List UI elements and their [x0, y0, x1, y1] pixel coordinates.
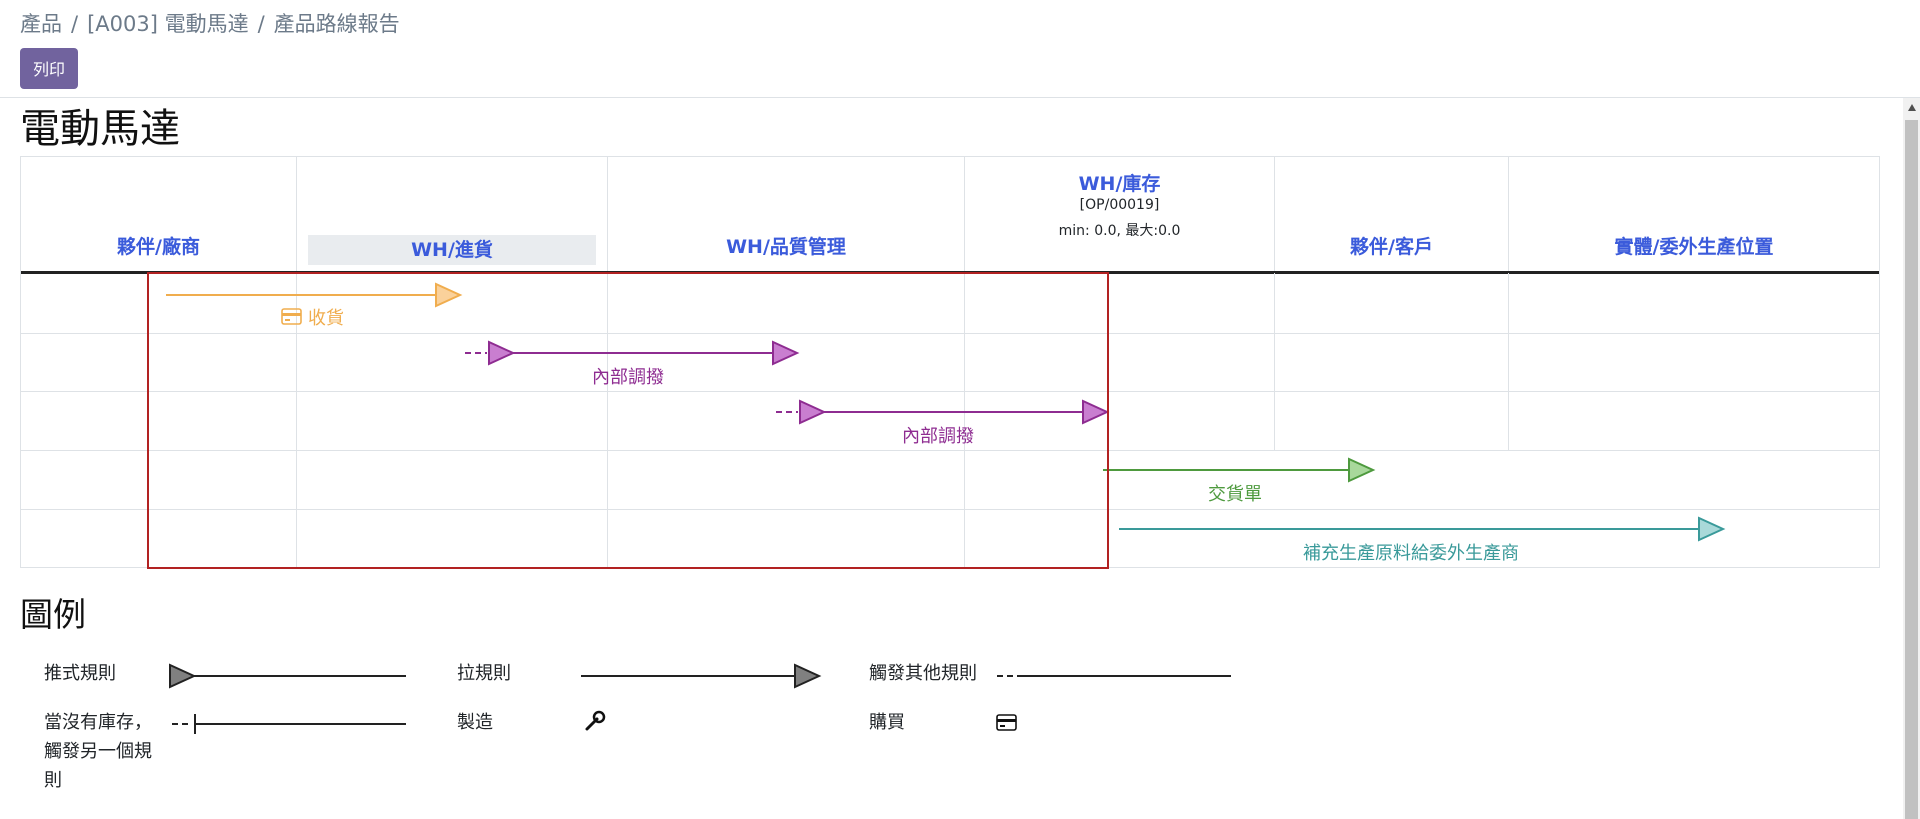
column-divider	[964, 273, 965, 567]
legend-label-buy: 購買	[869, 712, 905, 733]
route-label-internal-1: 內部調撥	[592, 367, 664, 388]
wrench-icon	[585, 710, 606, 731]
column-header-subcontracting: 實體/委外生產位置	[1509, 157, 1879, 273]
legend-no-stock-symbol	[172, 714, 406, 734]
highlight-box	[147, 272, 1109, 569]
page-title: 電動馬達	[20, 106, 180, 152]
route-diagram	[166, 282, 1726, 542]
route-internal-1	[465, 340, 800, 366]
breadcrumb: 產品 / [A003] 電動馬達 / 產品路線報告	[20, 8, 400, 38]
route-label-delivery: 交貨單	[1208, 484, 1262, 505]
breadcrumb-item-current: 產品路線報告	[273, 12, 400, 36]
legend-label-no-stock: 當沒有庫存，觸發另一個規則	[44, 712, 152, 791]
breadcrumb-item-product[interactable]: [A003] 電動馬達	[87, 12, 249, 36]
route-table: 夥伴/廠商 WH/進貨 WH/品質管理 WH/庫存 [OP/00019] min…	[20, 156, 1880, 568]
location-link-vendors[interactable]: 夥伴/廠商	[117, 236, 200, 258]
push-arrow-icon	[435, 282, 463, 308]
legend-label-trigger-other: 觸發其他規則	[869, 663, 977, 684]
column-header-wh-input: WH/進貨	[297, 157, 608, 273]
vertical-scrollbar[interactable]	[1903, 98, 1920, 819]
row-divider	[21, 509, 1879, 510]
legend-push-symbol	[169, 663, 406, 689]
orderpoint-reference[interactable]: [OP/00019]	[1079, 197, 1160, 213]
route-label-internal-2: 內部調撥	[902, 426, 974, 447]
location-link-wh-input[interactable]: WH/進貨	[308, 235, 596, 265]
breadcrumb-item-products[interactable]: 產品	[20, 12, 62, 36]
pull-arrow-icon	[794, 663, 822, 689]
column-header-wh-quality: WH/品質管理	[608, 157, 965, 273]
legend-label-push: 推式規則	[44, 663, 116, 684]
route-delivery	[1103, 457, 1376, 483]
route-internal-2	[776, 399, 1110, 425]
column-header-wh-stock: WH/庫存 [OP/00019] min: 0.0, 最大:0.0	[965, 157, 1275, 273]
push-arrow-icon	[488, 340, 516, 366]
breadcrumb-separator: /	[71, 12, 79, 36]
route-label-subcontract-resupply: 補充生產原料給委外生產商	[1303, 543, 1519, 564]
credit-card-icon	[281, 308, 302, 325]
row-divider	[21, 450, 1879, 451]
location-link-wh-stock[interactable]: WH/庫存	[1078, 173, 1161, 195]
legend-label-manufacture: 製造	[457, 712, 493, 733]
scroll-up-arrow-icon[interactable]	[1908, 104, 1916, 111]
route-label-receipt: 收貨	[308, 308, 344, 329]
orderpoint-min-max: min: 0.0, 最大:0.0	[1058, 223, 1181, 239]
column-divider	[296, 273, 297, 567]
column-header-vendors: 夥伴/廠商	[21, 157, 297, 273]
push-arrow-icon	[772, 340, 800, 366]
location-link-wh-quality[interactable]: WH/品質管理	[726, 236, 846, 258]
column-divider	[1508, 273, 1509, 451]
control-panel: 產品 / [A003] 電動馬達 / 產品路線報告 列印	[0, 0, 1920, 98]
column-header-customers: 夥伴/客戶	[1275, 157, 1509, 273]
legend-label-pull: 拉規則	[457, 663, 511, 684]
push-arrow-icon	[169, 663, 197, 689]
breadcrumb-separator: /	[257, 12, 265, 36]
location-link-subcontracting[interactable]: 實體/委外生產位置	[1614, 236, 1774, 258]
credit-card-icon	[996, 714, 1017, 731]
location-link-customers[interactable]: 夥伴/客戶	[1350, 236, 1433, 258]
pull-arrow-icon	[1698, 516, 1726, 542]
push-arrow-icon	[799, 399, 827, 425]
route-subcontract-resupply	[1119, 516, 1726, 542]
print-button[interactable]: 列印	[20, 48, 78, 89]
legend-pull-symbol	[581, 663, 822, 689]
legend-title: 圖例	[20, 595, 86, 634]
route-receipt	[166, 282, 463, 325]
scrollbar-thumb[interactable]	[1905, 120, 1918, 819]
row-divider	[21, 391, 1879, 392]
column-divider	[607, 273, 608, 567]
column-divider	[1274, 273, 1275, 451]
row-divider	[21, 333, 1879, 334]
pull-arrow-icon	[1348, 457, 1376, 483]
push-arrow-icon	[1082, 399, 1110, 425]
